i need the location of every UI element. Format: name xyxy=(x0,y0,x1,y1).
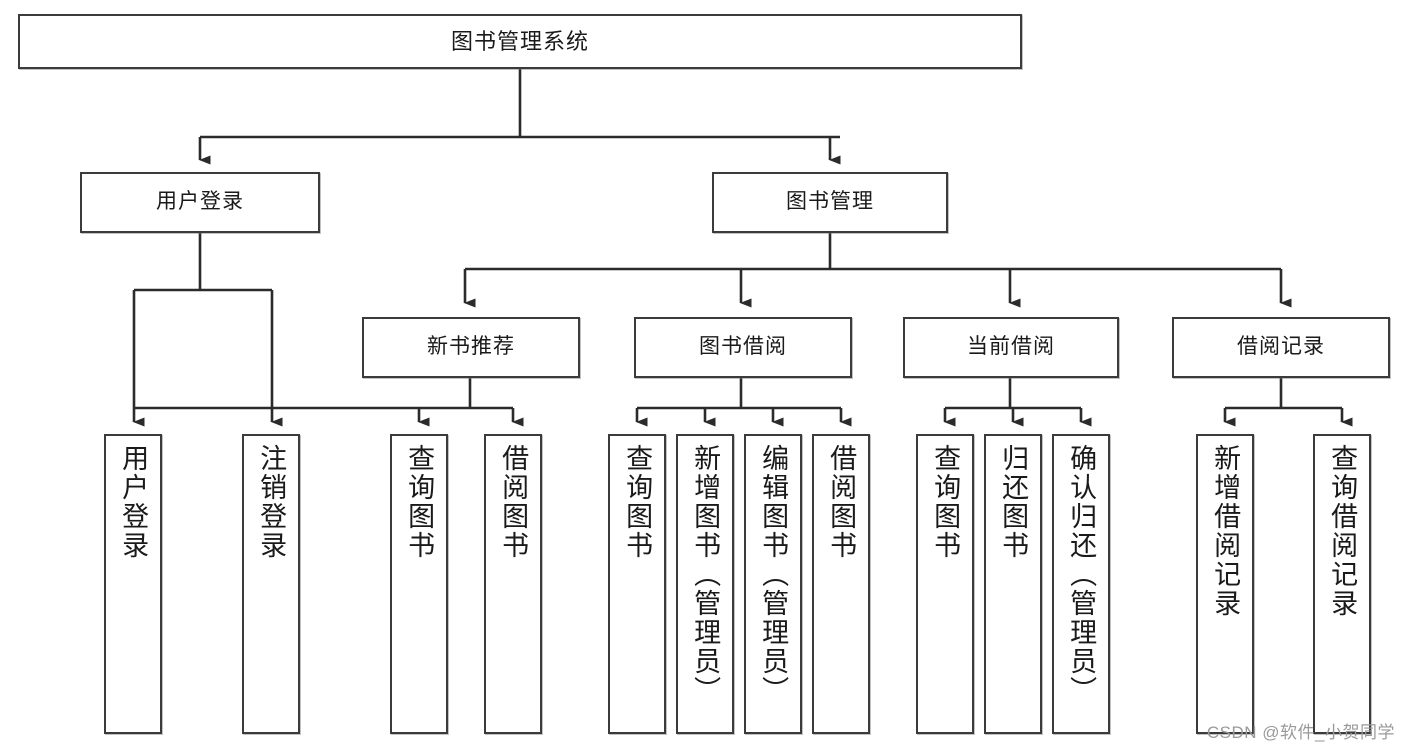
node-label: 查询图书 xyxy=(930,444,961,560)
node-book-borrow[interactable]: 图书借阅 xyxy=(634,317,852,378)
leaf-book-borrow-edit-book-admin[interactable]: 编辑图书（管理员） xyxy=(744,434,802,734)
node-label: 用户登录 xyxy=(156,190,244,214)
leaf-current-borrow-confirm-return-admin[interactable]: 确认归还（管理员） xyxy=(1052,434,1110,734)
node-label: 借阅图书 xyxy=(498,444,529,560)
leaf-new-book-borrow-book[interactable]: 借阅图书 xyxy=(484,434,542,734)
leaf-book-borrow-add-book-admin[interactable]: 新增图书（管理员） xyxy=(676,434,734,734)
node-label: 查询借阅记录 xyxy=(1327,444,1358,618)
leaf-book-borrow-borrow-book[interactable]: 借阅图书 xyxy=(812,434,870,734)
node-label: 编辑图书（管理员） xyxy=(758,444,789,705)
node-book-management[interactable]: 图书管理 xyxy=(712,172,948,233)
leaf-user-login-login[interactable]: 用户登录 xyxy=(104,434,162,734)
node-label: 图书借阅 xyxy=(699,335,787,359)
node-label: 新增借阅记录 xyxy=(1210,444,1241,618)
node-root-book-management-system[interactable]: 图书管理系统 xyxy=(18,14,1022,69)
node-label: 当前借阅 xyxy=(967,335,1055,359)
leaf-current-borrow-return-book[interactable]: 归还图书 xyxy=(984,434,1042,734)
leaf-borrow-record-add-record[interactable]: 新增借阅记录 xyxy=(1196,434,1254,734)
leaf-borrow-record-query-record[interactable]: 查询借阅记录 xyxy=(1313,434,1371,734)
node-label: 图书管理系统 xyxy=(450,28,589,54)
node-user-login[interactable]: 用户登录 xyxy=(80,172,320,233)
node-current-borrow[interactable]: 当前借阅 xyxy=(903,317,1119,378)
node-label: 借阅图书 xyxy=(826,444,857,560)
leaf-book-borrow-query-book[interactable]: 查询图书 xyxy=(608,434,666,734)
node-label: 新增图书（管理员） xyxy=(690,444,721,705)
node-new-book-recommend[interactable]: 新书推荐 xyxy=(362,317,580,378)
node-label: 归还图书 xyxy=(998,444,1029,560)
leaf-current-borrow-query-book[interactable]: 查询图书 xyxy=(916,434,974,734)
node-label: 图书管理 xyxy=(786,190,874,214)
leaf-user-login-logout[interactable]: 注销登录 xyxy=(242,434,300,734)
node-label: 查询图书 xyxy=(622,444,653,560)
node-label: 用户登录 xyxy=(118,444,149,560)
node-label: 查询图书 xyxy=(404,444,435,560)
node-label: 注销登录 xyxy=(256,444,287,560)
node-label: 新书推荐 xyxy=(427,335,515,359)
node-label: 确认归还（管理员） xyxy=(1066,444,1097,705)
watermark-text: CSDN @软件_小贺同学 xyxy=(1206,723,1395,742)
node-label: 借阅记录 xyxy=(1237,335,1325,359)
node-borrow-record[interactable]: 借阅记录 xyxy=(1172,317,1390,378)
leaf-new-book-query-book[interactable]: 查询图书 xyxy=(390,434,448,734)
